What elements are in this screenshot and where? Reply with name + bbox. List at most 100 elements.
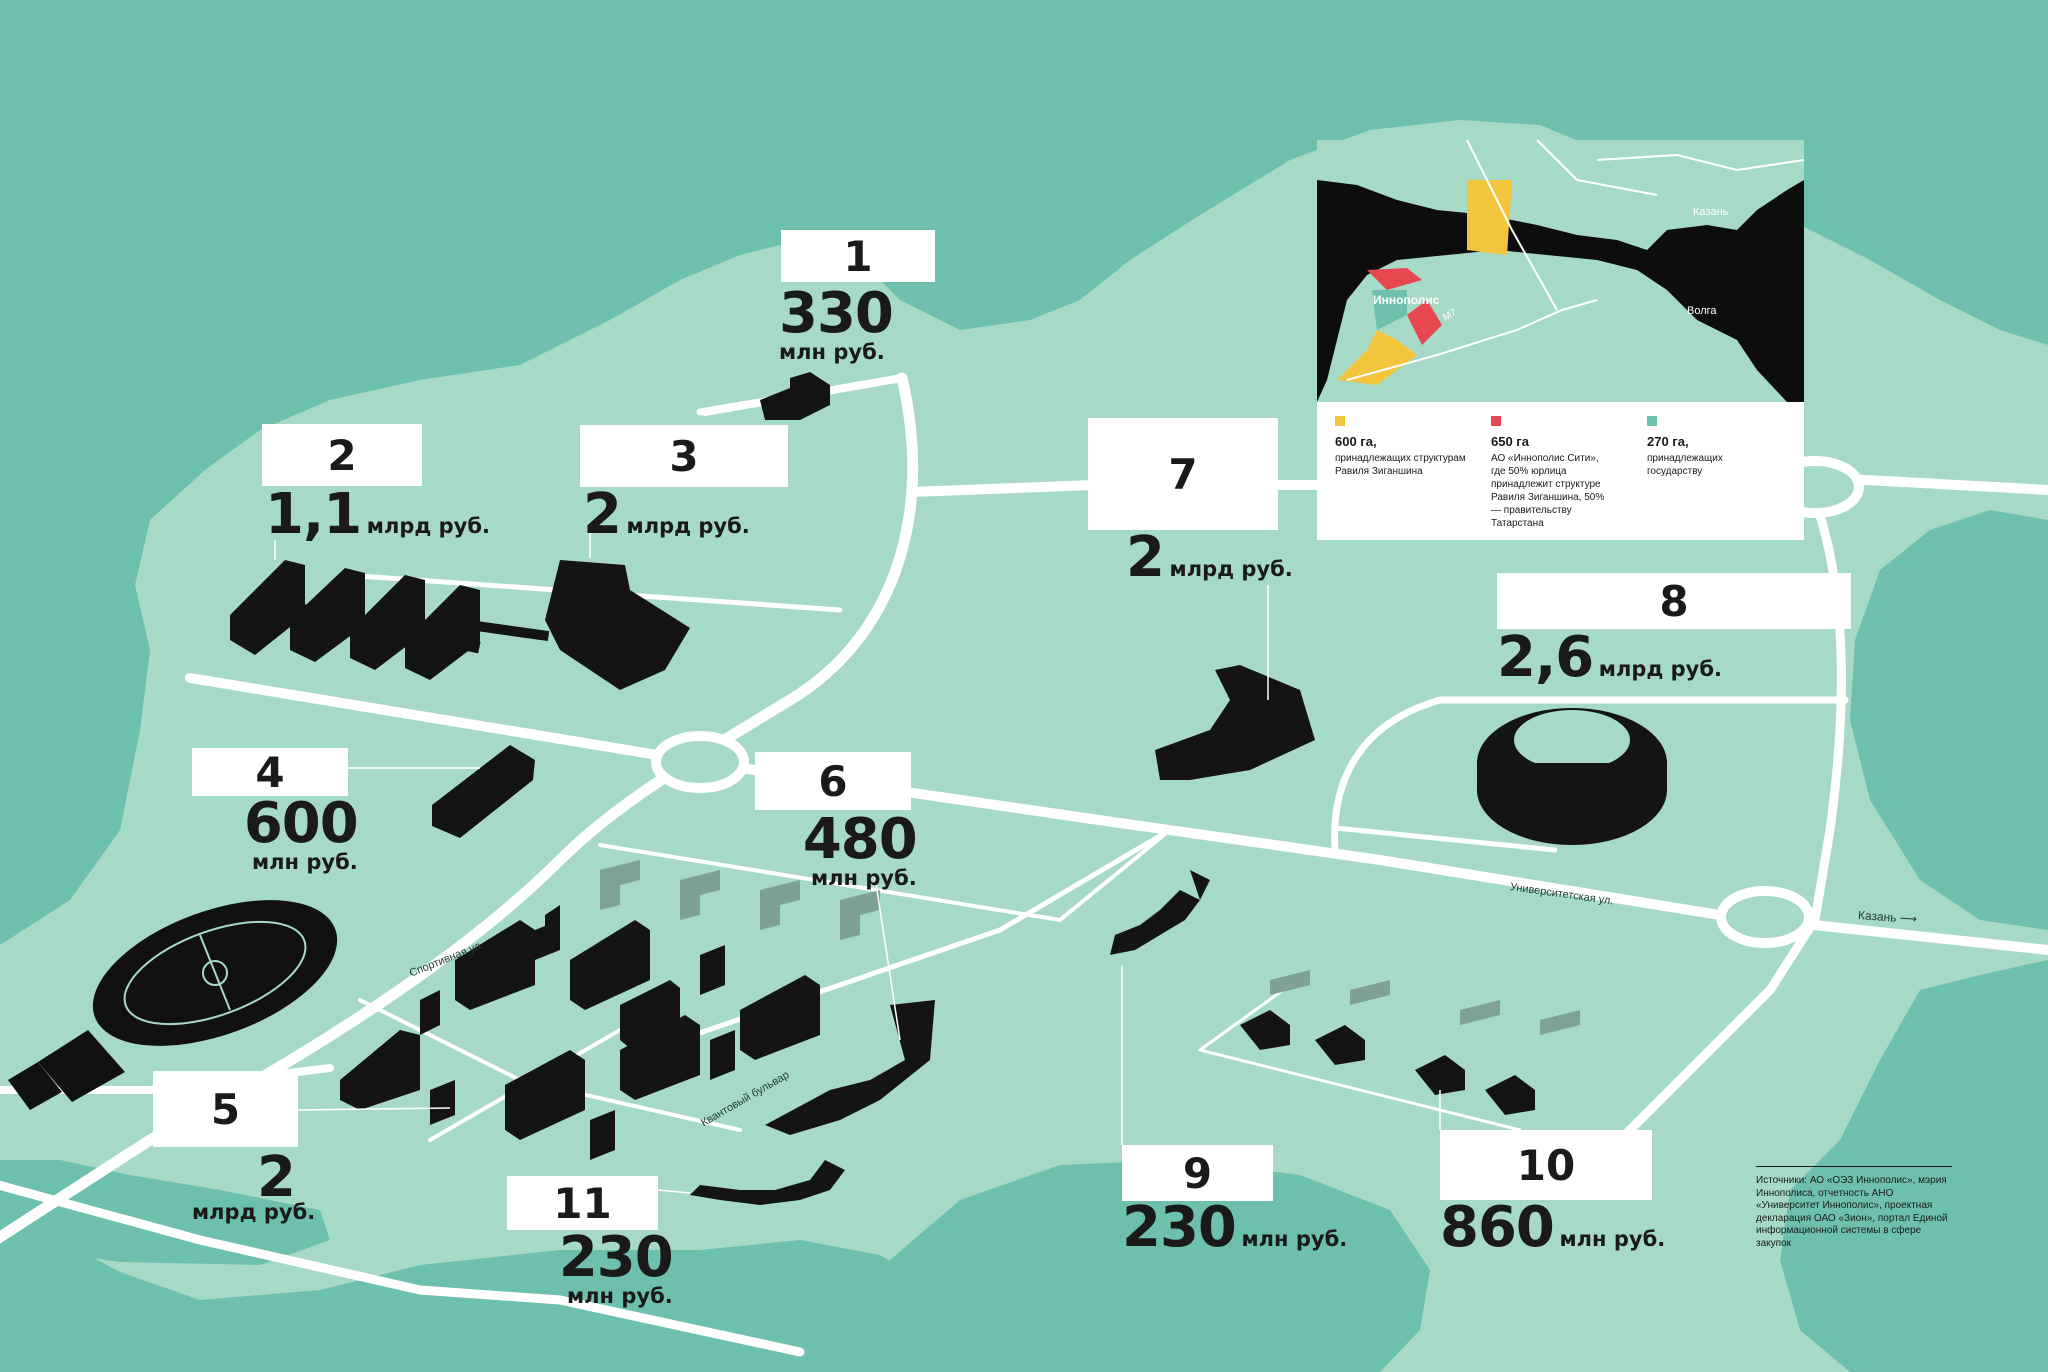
- road-inner-block: [598, 843, 1062, 922]
- object-cost-9: 230 млн руб.: [1122, 1200, 1347, 1256]
- inset-area-yellow-north: [1467, 180, 1512, 255]
- legend-swatch-teal: [1647, 416, 1657, 426]
- road-curve-main: [0, 372, 919, 1244]
- legend-area-3: 270 га,: [1647, 434, 1689, 449]
- road-east-vertical: [1810, 495, 1846, 925]
- inset-area-red-north: [1367, 268, 1422, 290]
- planned-footprints: [600, 860, 1580, 1035]
- object-cost-unit-4: млн руб.: [252, 850, 358, 874]
- building-5g: [740, 975, 820, 1060]
- object-cost-unit-6: млн руб.: [811, 866, 917, 890]
- building-10c: [1415, 1055, 1465, 1095]
- sports-field: [8, 900, 338, 1110]
- leader-11: [657, 1189, 691, 1194]
- inset-area-yellow-south: [1337, 330, 1417, 385]
- building-5d: [570, 920, 650, 1010]
- planned-block-4: [840, 890, 880, 940]
- building-4: [432, 745, 535, 838]
- sports-field-midline: [199, 934, 231, 1011]
- building-8-stadium-wall: [1477, 763, 1667, 845]
- object-cost-unit-7: млрд руб.: [1169, 557, 1293, 581]
- building-5k: [590, 1110, 615, 1160]
- legend-desc-3: принадлежащих государству: [1647, 453, 1723, 477]
- inset-label-volga: Волга: [1687, 305, 1717, 317]
- building-5a: [340, 1030, 420, 1110]
- building-10a: [1240, 1010, 1290, 1050]
- building-5i: [420, 990, 440, 1035]
- building-8-stadium-inner: [1514, 710, 1630, 770]
- inset-area-red-south: [1407, 300, 1442, 345]
- inset-road-north: [1466, 140, 1558, 311]
- object-cost-value-6: 480: [802, 807, 918, 872]
- building-1: [760, 372, 830, 420]
- building-2d: [405, 585, 480, 680]
- road-inner-2: [1058, 828, 1172, 922]
- legend-desc-1: принадлежащих структурам Равиля Зиганшин…: [1335, 453, 1466, 477]
- building-3: [545, 560, 690, 690]
- legend-swatch-red: [1491, 416, 1501, 426]
- sports-field-center-circle: [202, 960, 228, 986]
- inset-panel: Казань Волга Иннополис М7 600 га, принад…: [1317, 140, 1804, 540]
- object-cost-4: 600 млн руб.: [226, 796, 359, 874]
- object-label-1: 1: [781, 230, 935, 282]
- object-cost-unit-10: млн руб.: [1559, 1227, 1666, 1251]
- inset-area-teal: [1372, 290, 1407, 330]
- object-cost-value-7: 2: [1126, 525, 1165, 590]
- legend-swatch-yellow: [1335, 416, 1345, 426]
- planned-block-5: [1270, 970, 1310, 995]
- inset-legend-2: 650 га АО «Иннополис Сити», где 50% юрли…: [1491, 416, 1611, 530]
- object-cost-unit-5: млрд руб.: [192, 1200, 316, 1224]
- object-cost-1: 330 млн руб.: [779, 286, 894, 363]
- object-cost-unit-11: млн руб.: [567, 1284, 673, 1308]
- building-2-connector: [282, 599, 481, 654]
- planned-block-3: [760, 880, 800, 930]
- planned-block-7: [1460, 1000, 1500, 1025]
- object-label-8: 8: [1497, 573, 1851, 629]
- leader-lines: [274, 530, 1441, 1194]
- object-label-2: 2: [262, 424, 422, 486]
- object-cost-value-5: 2: [257, 1145, 296, 1210]
- planned-block-1: [600, 860, 640, 910]
- object-cost-value-2: 1,1: [265, 482, 362, 547]
- building-10b: [1315, 1025, 1365, 1065]
- inset-label-innopolis: Иннополис: [1373, 293, 1440, 307]
- roundabout-center: [651, 731, 749, 793]
- road-stadium-loop-bottom: [1332, 825, 1558, 853]
- object-label-10: 10: [1440, 1130, 1652, 1200]
- lake-south: [850, 1160, 1430, 1372]
- road-to-southeast: [1605, 915, 1820, 1155]
- building-5c: [505, 1050, 585, 1140]
- object-cost-value-10: 860: [1440, 1195, 1555, 1260]
- legend-area-2: 650 га: [1491, 434, 1529, 449]
- object-label-11: 11: [507, 1176, 658, 1230]
- object-cost-value-1: 330: [779, 281, 894, 346]
- sources-note: Источники: АО «ОЭЗ Иннополис», мэрия Инн…: [1756, 1166, 1952, 1250]
- object-cost-value-8: 2,6: [1497, 625, 1594, 690]
- object-cost-value-3: 2: [583, 482, 622, 547]
- object-cost-value-4: 600: [243, 791, 359, 856]
- legend-area-1: 600 га,: [1335, 434, 1377, 449]
- object-label-5: 5: [153, 1071, 298, 1147]
- inset-label-kazan: Казань: [1693, 206, 1729, 218]
- building-6: [765, 1000, 935, 1135]
- building-7: [1155, 665, 1315, 780]
- roundabout-south-east: [1716, 886, 1814, 948]
- building-9: [1110, 870, 1210, 955]
- inset-road-m7: [1346, 299, 1598, 381]
- object-label-9: 9: [1122, 1145, 1273, 1201]
- leader-6: [874, 876, 901, 1041]
- object-cost-value-11: 230: [558, 1225, 674, 1290]
- planned-block-2: [680, 870, 720, 920]
- object-cost-unit-2: млрд руб.: [366, 514, 490, 538]
- inset-roads: [1346, 140, 1804, 381]
- object-label-4: 4: [192, 748, 348, 797]
- planned-block-8: [1540, 1010, 1580, 1035]
- object-cost-unit-9: млн руб.: [1241, 1227, 1348, 1251]
- object-cost-2: 1,1 млрд руб.: [265, 487, 490, 543]
- object-cost-11: 230 млн руб.: [549, 1230, 674, 1308]
- leader-5: [297, 1107, 451, 1111]
- road-stadium-loop: [1331, 696, 1849, 854]
- building-11: [690, 1160, 845, 1205]
- building-5b: [455, 920, 535, 1010]
